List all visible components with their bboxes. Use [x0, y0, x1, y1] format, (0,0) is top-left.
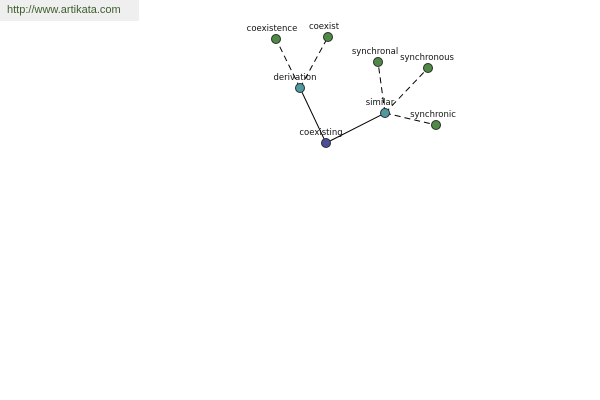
- edge-coexisting-derivation: [299, 87, 327, 144]
- node-synchronal[interactable]: synchronal: [352, 47, 398, 67]
- edge-derivation-coexistence: [275, 38, 301, 89]
- node-dot-synchronic[interactable]: [431, 120, 441, 130]
- node-similar[interactable]: similar: [366, 98, 395, 118]
- edge-similar-synchronic: [384, 112, 437, 126]
- node-label-coexisting[interactable]: coexisting: [299, 128, 342, 138]
- site-url-banner[interactable]: http://www.artikata.com: [0, 0, 139, 21]
- edge-similar-synchronous: [384, 67, 429, 114]
- node-label-derivation[interactable]: derivation: [273, 73, 316, 83]
- node-dot-similar[interactable]: [380, 108, 390, 118]
- node-label-similar[interactable]: similar: [366, 98, 395, 108]
- node-synchronous[interactable]: synchronous: [400, 53, 454, 73]
- node-label-coexist[interactable]: coexist: [309, 22, 340, 32]
- node-dot-synchronous[interactable]: [423, 63, 433, 73]
- node-coexistence[interactable]: coexistence: [247, 24, 298, 44]
- node-dot-derivation[interactable]: [295, 83, 305, 93]
- node-coexisting[interactable]: coexisting: [299, 128, 343, 148]
- edges-layer: [275, 36, 437, 144]
- node-dot-synchronal[interactable]: [373, 57, 383, 67]
- node-coexist[interactable]: coexist: [309, 22, 340, 42]
- node-synchronic[interactable]: synchronic: [410, 110, 456, 130]
- node-label-synchronal[interactable]: synchronal: [352, 47, 398, 57]
- node-derivation[interactable]: derivation: [273, 73, 317, 93]
- edge-coexisting-similar: [325, 112, 386, 144]
- node-dot-coexist[interactable]: [323, 32, 333, 42]
- node-dot-coexistence[interactable]: [271, 34, 281, 44]
- edge-similar-synchronal: [377, 61, 386, 114]
- node-label-synchronous[interactable]: synchronous: [400, 53, 454, 63]
- nodes-layer: coexisting derivation similar coexistence co…: [247, 22, 456, 148]
- node-dot-coexisting[interactable]: [321, 138, 331, 148]
- node-label-synchronic[interactable]: synchronic: [410, 110, 456, 120]
- node-label-coexistence[interactable]: coexistence: [247, 24, 298, 34]
